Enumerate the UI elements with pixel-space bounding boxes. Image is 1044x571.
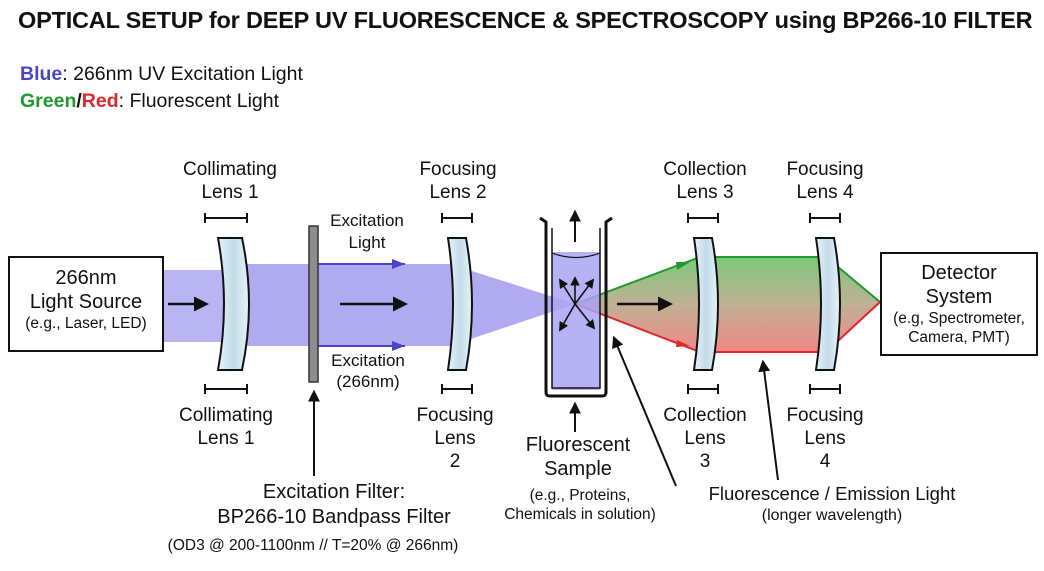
filter-spec: (OD3 @ 200-1100nm // T=20% @ 266nm) bbox=[167, 537, 459, 554]
emission-pointer-2 bbox=[758, 359, 779, 481]
lens2-bottom-label: Focusing Lens 2 bbox=[416, 404, 493, 473]
lens3-top-line1: Collection bbox=[663, 159, 747, 180]
source-beam bbox=[162, 270, 222, 342]
lens-1 bbox=[216, 237, 250, 371]
lens2-top-line1: Focusing bbox=[419, 159, 497, 180]
lens2-bottom-line1: Focusing bbox=[416, 405, 494, 426]
blue-arrow-top bbox=[392, 259, 405, 269]
page-title: OPTICAL SETUP for DEEP UV FLUORESCENCE &… bbox=[18, 7, 1033, 33]
excitation-266-line1: Excitation bbox=[331, 351, 405, 370]
legend-slash: / bbox=[76, 90, 82, 112]
scatter-arrows bbox=[558, 276, 596, 332]
sample-examples-line2: Chemicals in solution) bbox=[504, 506, 656, 523]
red-arrow-head bbox=[676, 340, 690, 347]
lens2-top-line2: Lens 2 bbox=[429, 182, 487, 203]
sample-label: Fluorescent Sample bbox=[526, 433, 631, 481]
detector-line2: System bbox=[925, 286, 993, 308]
lens3-bottom-label: Collection Lens 3 bbox=[663, 404, 746, 473]
sample-liquid bbox=[552, 252, 600, 390]
lens2-bottom-line3: 2 bbox=[449, 451, 461, 472]
emission-label-line1: Fluorescence / Emission Light bbox=[708, 483, 956, 504]
excitation-light-line1: Excitation bbox=[330, 211, 404, 230]
legend-blue: Blue: 266nm UV Excitation Light bbox=[20, 63, 303, 86]
lens3-top-label: Collection Lens 3 bbox=[663, 158, 746, 204]
lens-4 bbox=[814, 237, 841, 371]
excitation-266-label: Excitation (266nm) bbox=[331, 350, 405, 392]
focused-beam bbox=[450, 264, 575, 346]
lens-brackets bbox=[204, 213, 841, 394]
lens1-bottom-line1: Collimating bbox=[179, 405, 273, 426]
sample-cuvette bbox=[539, 216, 613, 398]
excitation-266-line2: (266nm) bbox=[336, 372, 400, 391]
excitation-light-label: Excitation Light bbox=[330, 210, 404, 254]
lens1-bottom-line2: Lens 1 bbox=[197, 428, 255, 449]
lens1-bottom-label: Collimating Lens 1 bbox=[179, 404, 273, 450]
lens-3 bbox=[692, 237, 719, 371]
lens-2 bbox=[446, 237, 473, 371]
lens4-top-line2: Lens 4 bbox=[796, 182, 854, 203]
lens4-bottom-line2: Lens bbox=[804, 428, 846, 449]
detector-line1: Detector bbox=[921, 262, 997, 284]
emission-label-line2: (longer wavelength) bbox=[761, 507, 903, 524]
lens4-top-label: Focusing Lens 4 bbox=[786, 158, 863, 204]
lens4-bottom-line1: Focusing bbox=[786, 405, 864, 426]
detector-line3: (e.g, Spectrometer, bbox=[893, 310, 1025, 327]
excitation-filter bbox=[308, 225, 319, 383]
legend-red-word: Red bbox=[81, 90, 119, 112]
blue-arrow-bottom bbox=[392, 341, 405, 351]
legend-fluorescent-text: : Fluorescent Light bbox=[118, 90, 280, 112]
lens1-top-line2: Lens 1 bbox=[201, 182, 259, 203]
lens1-top-line1: Collimating bbox=[183, 159, 277, 180]
legend-green-word: Green bbox=[20, 90, 77, 112]
lens2-top-label: Focusing Lens 2 bbox=[419, 158, 496, 204]
detector-box: Detector System (e.g, Spectrometer, Came… bbox=[880, 252, 1038, 356]
collimated-beam bbox=[222, 264, 450, 346]
emission-pointer-1 bbox=[612, 335, 677, 487]
fluorescence-beam-2 bbox=[700, 257, 880, 352]
liquid-surface bbox=[551, 252, 601, 259]
sample-label-line1: Fluorescent bbox=[525, 434, 631, 456]
sample-cuvette-inner bbox=[551, 228, 601, 389]
legend-blue-word: Blue bbox=[20, 63, 63, 85]
lens4-top-line1: Focusing bbox=[786, 159, 864, 180]
sample-label-line2: Sample bbox=[544, 458, 612, 480]
filter-label-line1: Excitation Filter: bbox=[262, 481, 406, 503]
green-arrow-head bbox=[676, 262, 690, 270]
detector-line4: Camera, PMT) bbox=[908, 329, 1010, 346]
sample-examples-line1: (e.g., Proteins, bbox=[529, 487, 631, 504]
legend-blue-text: : 266nm UV Excitation Light bbox=[62, 63, 303, 85]
filter-label-line2: BP266-10 Bandpass Filter bbox=[217, 506, 451, 528]
lens3-bottom-line2: Lens bbox=[684, 428, 726, 449]
lens3-top-line2: Lens 3 bbox=[676, 182, 734, 203]
emission-label: Fluorescence / Emission Light (longer wa… bbox=[709, 483, 956, 527]
filter-label: Excitation Filter: BP266-10 Bandpass Fil… bbox=[217, 480, 450, 530]
light-source-line2: Light Source bbox=[29, 291, 143, 313]
light-source-box: 266nm Light Source (e.g., Laser, LED) bbox=[8, 256, 164, 352]
lens4-bottom-line3: 4 bbox=[819, 451, 831, 472]
lens1-top-label: Collimating Lens 1 bbox=[183, 158, 277, 204]
light-source-line1: 266nm bbox=[55, 267, 117, 289]
lens4-bottom-label: Focusing Lens 4 bbox=[786, 404, 863, 473]
legend-fluorescent: Green/Red: Fluorescent Light bbox=[20, 90, 279, 113]
lens3-bottom-line3: 3 bbox=[699, 451, 711, 472]
sample-examples: (e.g., Proteins, Chemicals in solution) bbox=[504, 486, 656, 524]
lens2-bottom-line2: Lens bbox=[434, 428, 476, 449]
lens3-bottom-line1: Collection bbox=[663, 405, 747, 426]
excitation-light-line2: Light bbox=[348, 233, 386, 252]
light-source-line3: (e.g., Laser, LED) bbox=[25, 315, 147, 332]
